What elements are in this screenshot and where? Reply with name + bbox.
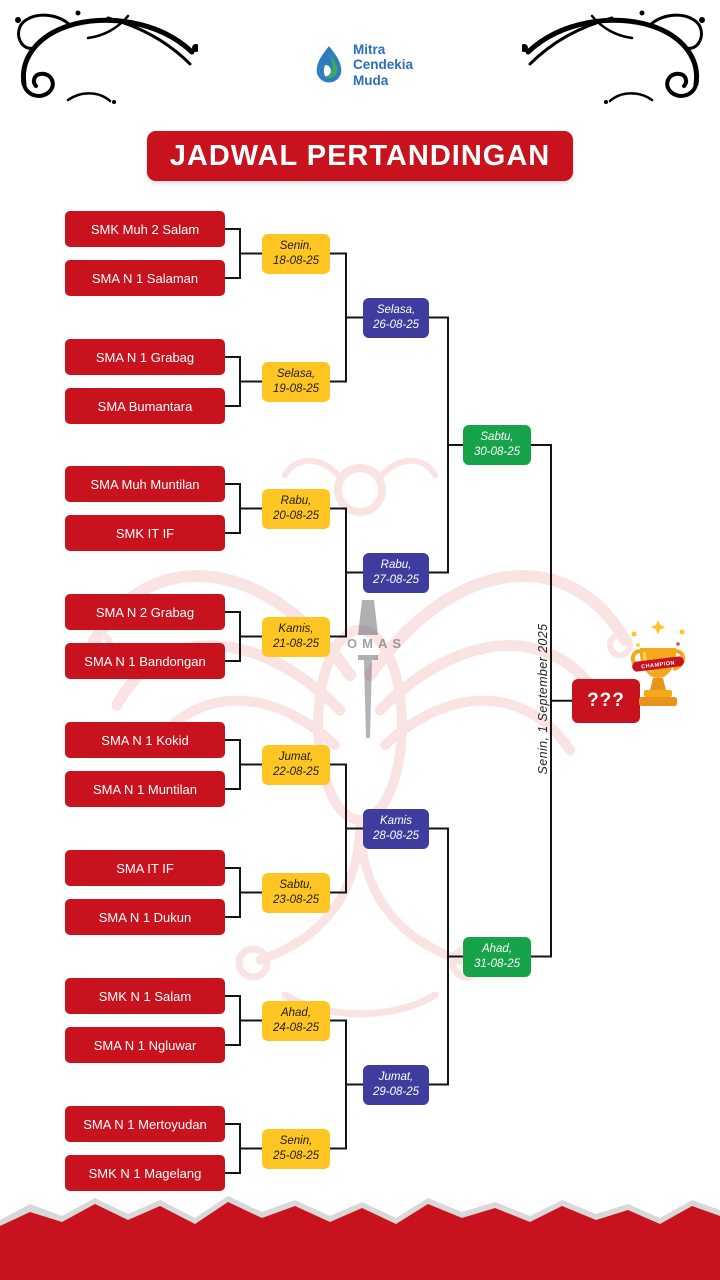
trophy-ribbon-label: CHAMPION xyxy=(641,660,675,670)
title-banner: JADWAL PERTANDINGAN xyxy=(147,131,573,181)
final-date-vertical: Senin, 1 September 2025 xyxy=(536,623,550,775)
logo: Mitra Cendekia Muda xyxy=(312,42,413,88)
flourish-left-icon xyxy=(15,10,198,104)
match-date-box: Selasa, 19-08-25 xyxy=(262,362,330,402)
team-box: SMA N 1 Bandongan xyxy=(65,643,225,679)
match-day: Sabtu, xyxy=(480,431,514,444)
match-date-box: Ahad, 24-08-25 xyxy=(262,1001,330,1041)
quarterfinal-date-box: Kamis 28-08-25 xyxy=(363,809,429,849)
logo-line-3: Muda xyxy=(353,72,389,88)
team-box: SMA IT IF xyxy=(65,850,225,886)
trophy-icon: CHAMPION xyxy=(630,620,686,706)
match-day: Sabtu, xyxy=(279,879,313,892)
match-date: 22-08-25 xyxy=(272,766,320,778)
match-day: Senin, xyxy=(279,1135,313,1148)
logo-line-2: Cendekia xyxy=(353,57,414,73)
match-date: 31-08-25 xyxy=(473,958,521,970)
match-date: 30-08-25 xyxy=(473,446,521,458)
match-date: 29-08-25 xyxy=(372,1086,420,1098)
match-day: Jumat, xyxy=(378,1071,414,1084)
team-box: SMA N 2 Grabag xyxy=(65,594,225,630)
match-date: 18-08-25 xyxy=(272,255,320,267)
match-date: 26-08-25 xyxy=(372,319,420,331)
match-date: 25-08-25 xyxy=(272,1150,320,1162)
watermark-monument xyxy=(358,600,378,738)
quarterfinal-date-box: Rabu, 27-08-25 xyxy=(363,553,429,593)
logo-drop-icon xyxy=(316,46,342,83)
team-box: SMA Bumantara xyxy=(65,388,225,424)
team-box: SMK Muh 2 Salam xyxy=(65,211,225,247)
match-date: 28-08-25 xyxy=(372,830,420,842)
final-winner-box: ??? xyxy=(572,679,640,723)
team-box: SMA N 1 Muntilan xyxy=(65,771,225,807)
logo-wordmark: Mitra Cendekia Muda xyxy=(353,42,413,88)
match-date: 21-08-25 xyxy=(272,638,320,650)
semifinal-date-box: Ahad, 31-08-25 xyxy=(463,937,531,977)
match-date-box: Kamis, 21-08-25 xyxy=(262,617,330,657)
quarterfinal-date-box: Selasa, 26-08-25 xyxy=(363,298,429,338)
torn-paper-edge xyxy=(0,1196,720,1280)
team-box: SMK N 1 Magelang xyxy=(65,1155,225,1191)
match-day: Ahad, xyxy=(280,1007,312,1020)
flourish-right-icon xyxy=(522,10,705,104)
match-date: 20-08-25 xyxy=(272,510,320,522)
match-day: Selasa, xyxy=(276,368,316,381)
match-date: 27-08-25 xyxy=(372,574,420,586)
match-date-box: Senin, 18-08-25 xyxy=(262,234,330,274)
page-title: JADWAL PERTANDINGAN xyxy=(169,139,551,172)
match-date-box: Sabtu, 23-08-25 xyxy=(262,873,330,913)
quarterfinal-date-box: Jumat, 29-08-25 xyxy=(363,1065,429,1105)
team-box: SMA N 1 Mertoyudan xyxy=(65,1106,225,1142)
match-date: 23-08-25 xyxy=(272,894,320,906)
team-box: SMA N 1 Ngluwar xyxy=(65,1027,225,1063)
match-day: Rabu, xyxy=(280,495,312,508)
match-day: Senin, xyxy=(279,240,313,253)
match-date: 19-08-25 xyxy=(272,383,320,395)
match-day: Jumat, xyxy=(278,751,314,764)
match-day: Ahad, xyxy=(481,943,513,956)
watermark-text: OMAS xyxy=(347,636,406,651)
team-box: SMA N 1 Grabag xyxy=(65,339,225,375)
match-date-box: Rabu, 20-08-25 xyxy=(262,489,330,529)
logo-line-1: Mitra xyxy=(353,42,386,57)
team-box: SMA N 1 Salaman xyxy=(65,260,225,296)
team-box: SMA N 1 Dukun xyxy=(65,899,225,935)
match-date-box: Senin, 25-08-25 xyxy=(262,1129,330,1169)
team-box: SMA N 1 Kokid xyxy=(65,722,225,758)
match-day: Kamis xyxy=(380,815,412,828)
semifinal-date-box: Sabtu, 30-08-25 xyxy=(463,425,531,465)
team-box: SMK N 1 Salam xyxy=(65,978,225,1014)
match-day: Selasa, xyxy=(376,304,416,317)
match-day: Rabu, xyxy=(380,559,412,572)
match-date: 24-08-25 xyxy=(272,1022,320,1034)
team-box: SMK IT IF xyxy=(65,515,225,551)
team-box: SMA Muh Muntilan xyxy=(65,466,225,502)
match-day: Kamis, xyxy=(278,623,314,636)
match-date-box: Jumat, 22-08-25 xyxy=(262,745,330,785)
